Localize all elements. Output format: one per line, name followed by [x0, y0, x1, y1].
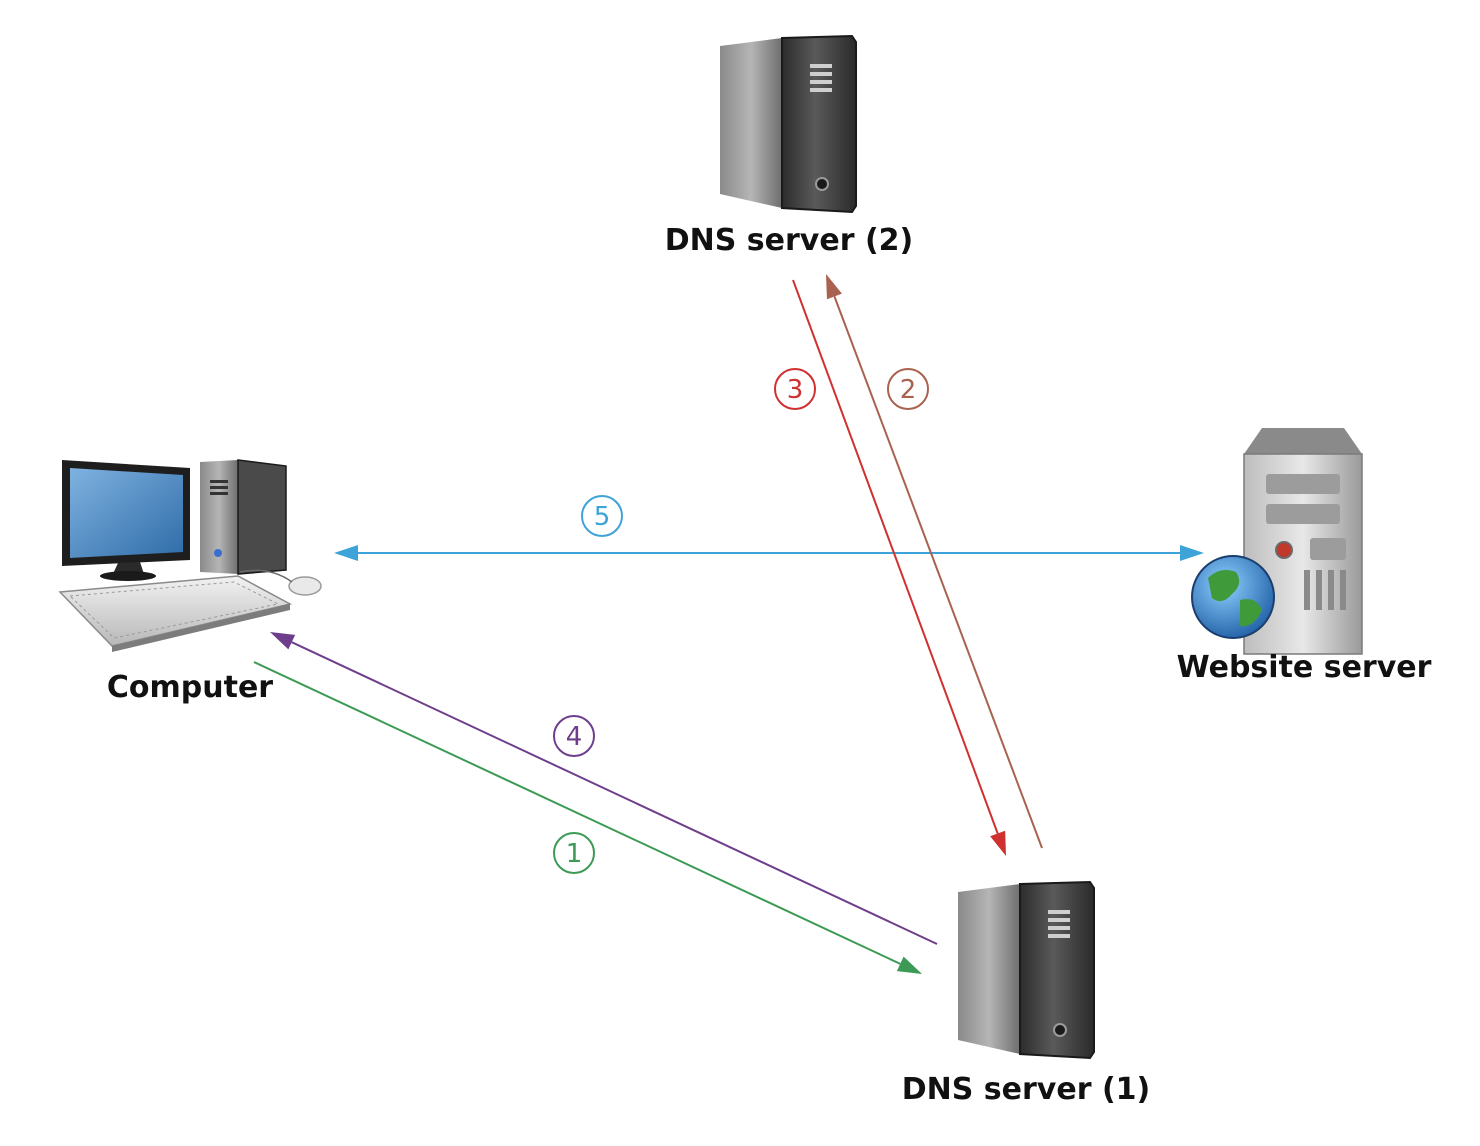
step-1-badge: 1 — [553, 832, 595, 874]
computer-label: Computer — [107, 670, 273, 705]
dns-server-1-icon — [958, 880, 1095, 1060]
desktop-computer-icon — [58, 459, 322, 652]
svg-text:4: 4 — [566, 722, 583, 752]
globe-icon — [1191, 555, 1275, 639]
step-3-arrow — [792, 279, 999, 834]
arrows-layer — [253, 274, 1204, 974]
step-1-arrowhead — [896, 956, 922, 974]
step-2-arrowhead — [826, 274, 842, 300]
step-4-arrow — [291, 641, 938, 945]
step-1-arrow — [253, 661, 901, 965]
step-2-badge: 2 — [887, 368, 929, 410]
svg-text:2: 2 — [900, 375, 917, 405]
dns-server-1-label: DNS server (1) — [902, 1072, 1151, 1107]
svg-text:5: 5 — [594, 502, 611, 532]
website-server-label: Website server — [1177, 650, 1432, 685]
step-3-arrowhead — [990, 830, 1006, 856]
step-3-badge: 3 — [774, 368, 816, 410]
dns-server-2-icon — [720, 34, 857, 214]
svg-text:1: 1 — [566, 839, 583, 869]
step-4-badge: 4 — [553, 715, 595, 757]
step-2-arrow — [833, 296, 1043, 849]
step-5-arrowhead — [1180, 545, 1204, 561]
svg-text:3: 3 — [787, 375, 804, 405]
step-4-arrowhead — [270, 632, 296, 650]
step-5-badge: 5 — [581, 495, 623, 537]
step-5-arrowhead-start — [334, 545, 358, 561]
dns-server-2-label: DNS server (2) — [665, 223, 914, 258]
web-server-icon — [1243, 428, 1363, 655]
